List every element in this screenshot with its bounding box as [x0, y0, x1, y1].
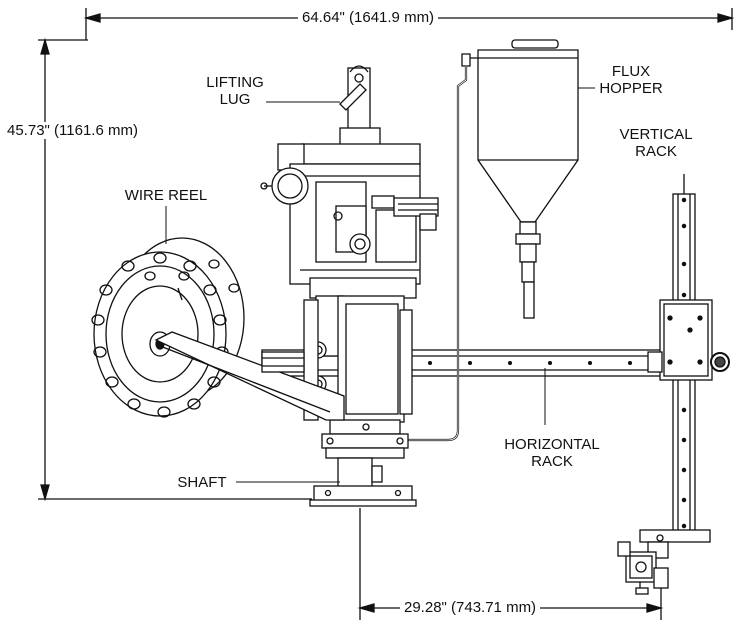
horizontal-rack-label: HORIZONTAL RACK [498, 436, 606, 470]
lifting-lug-label: LIFTING LUG [204, 74, 266, 108]
flux-hopper-label-line1: FLUX [611, 63, 651, 80]
wire-reel [91, 237, 245, 418]
head-assembly [260, 143, 439, 357]
height-dimension-label: 45.73" (1161.6 mm) [3, 122, 142, 139]
lifting-lug-label-line1: LIFTING [206, 74, 264, 91]
flux-hopper [461, 39, 579, 319]
lifting-lug-label-line2: LUG [219, 91, 251, 108]
motor-housing [303, 295, 413, 449]
flux-hopper-label-line2: HOPPER [599, 80, 663, 97]
reel-arm [154, 331, 345, 421]
flux-tube [402, 66, 468, 442]
wire-reel-label: WIRE REEL [111, 187, 221, 204]
vertical-rack-label-line2: RACK [635, 143, 677, 160]
torch-assembly [617, 529, 711, 595]
horizontal-rack-label-line1: HORIZONTAL [504, 436, 600, 453]
rack-carriage [647, 299, 730, 381]
leader-lines [165, 87, 596, 483]
vertical-rack-label: VERTICAL RACK [612, 126, 700, 160]
flux-hopper-label: FLUX HOPPER [595, 63, 667, 97]
offset-dimension-label: 29.28" (743.71 mm) [400, 599, 541, 616]
vertical-rack-label-line1: VERTICAL [619, 126, 693, 143]
shaft-base [309, 447, 417, 507]
horizontal-rack-label-line2: RACK [531, 453, 573, 470]
shaft-label: SHAFT [170, 474, 234, 491]
height-dimension-line [38, 37, 312, 502]
lifting-lug [339, 65, 381, 147]
width-dimension-label: 64.64" (1641.9 mm) [298, 9, 439, 26]
